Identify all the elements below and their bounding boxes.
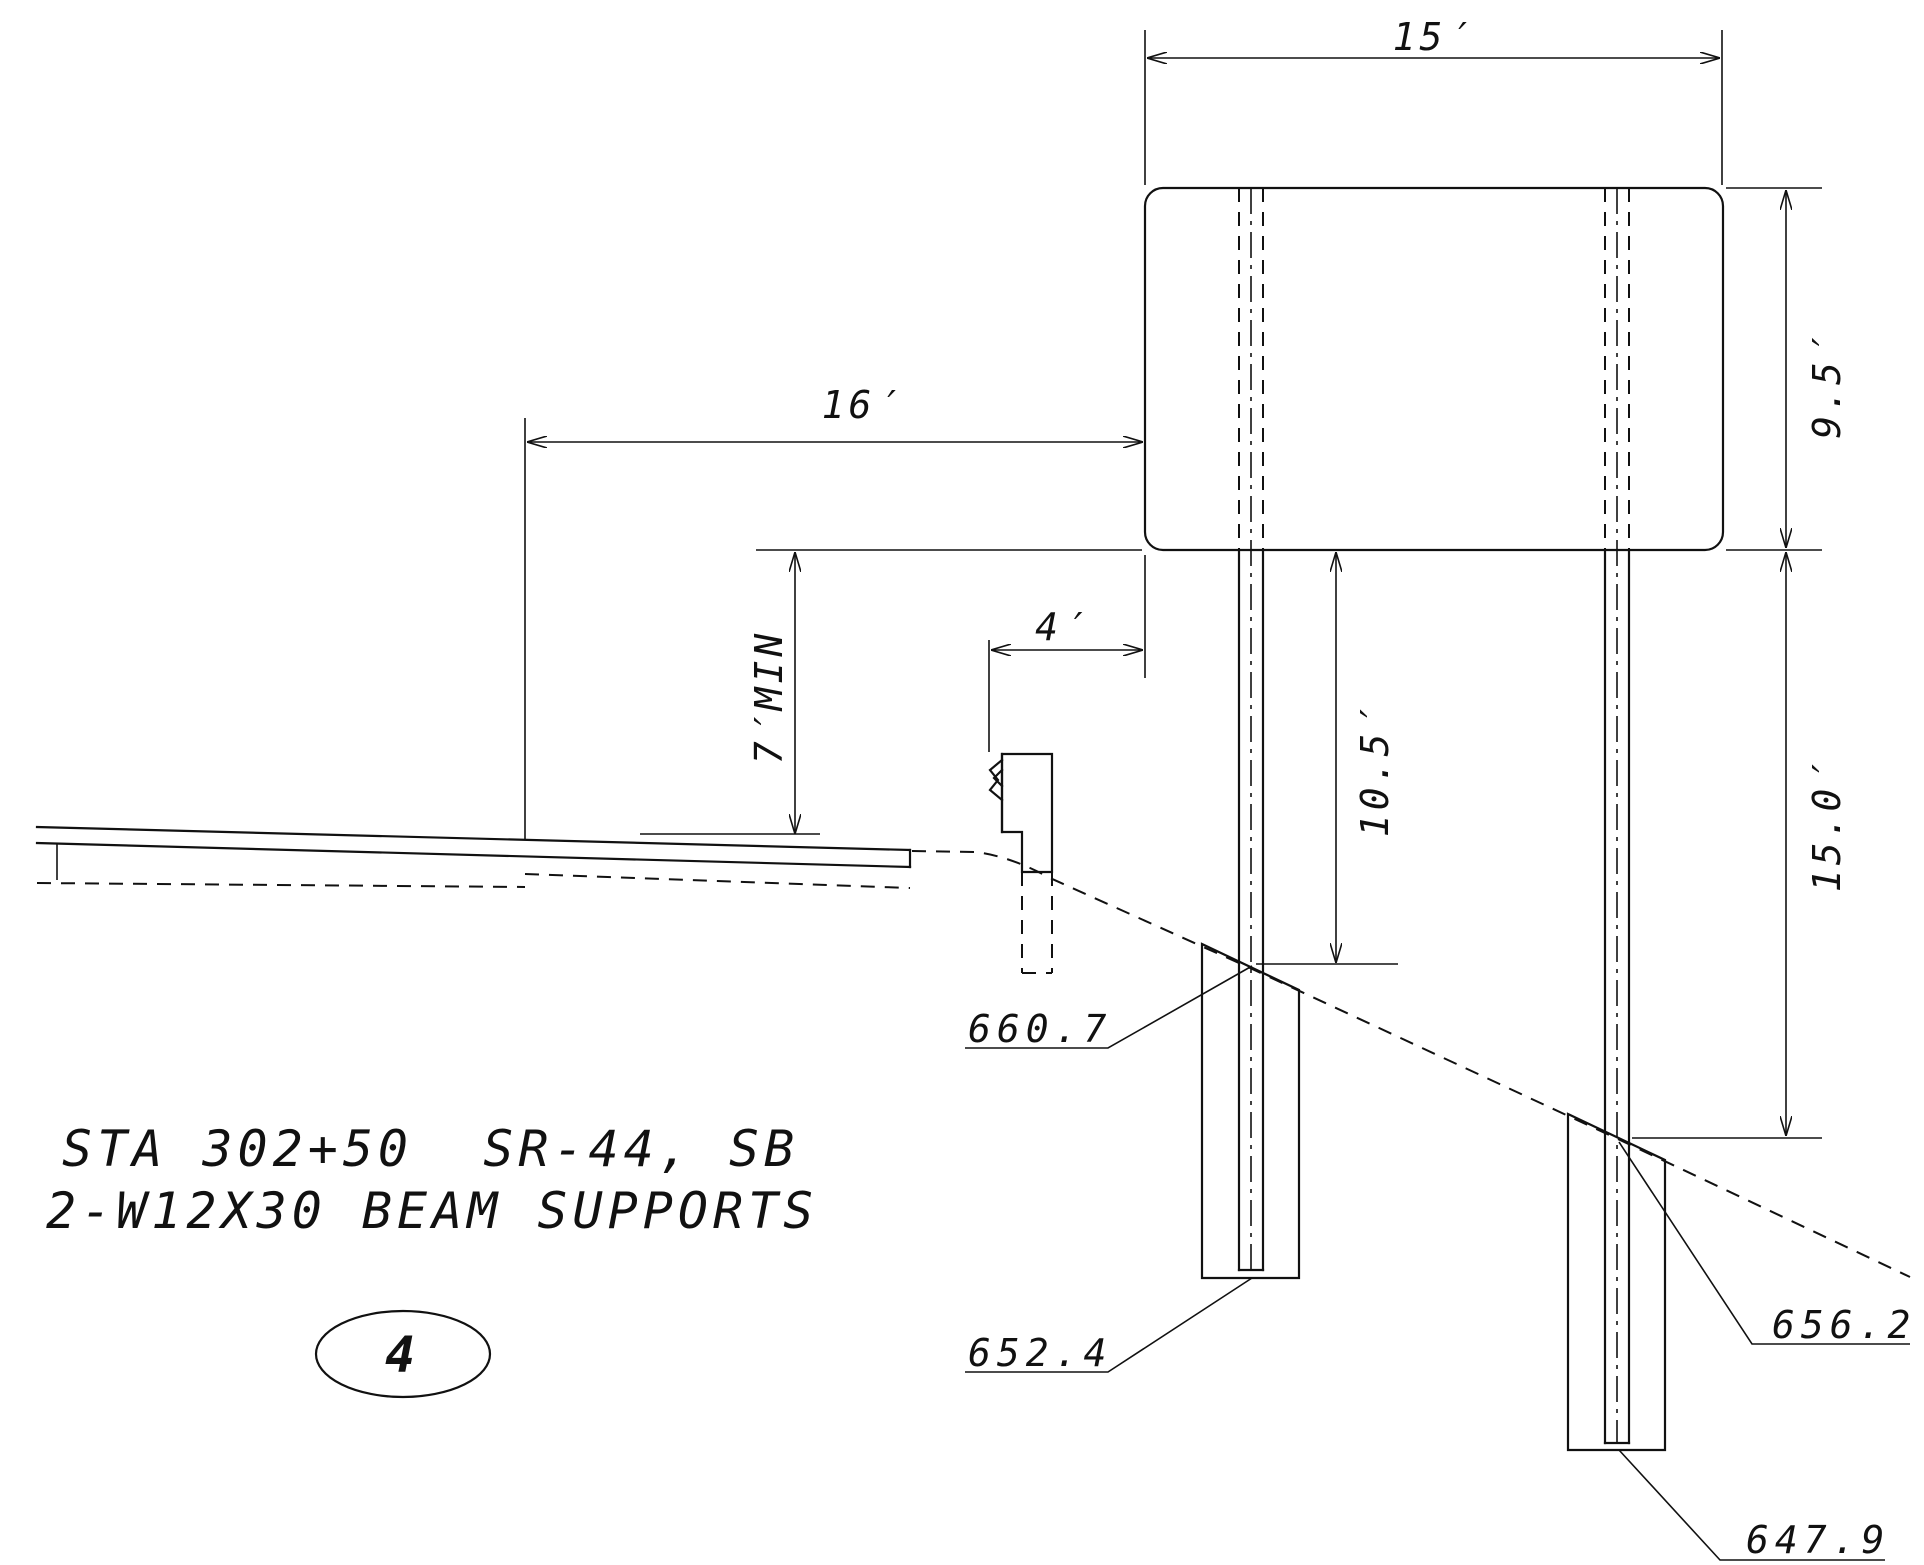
dim-min-clearance: 7′MIN xyxy=(747,630,791,764)
foundation-2 xyxy=(1566,1112,1667,1452)
elevation-post2-bottom: 647.9 xyxy=(1746,1518,1890,1562)
extension-lines xyxy=(524,30,1822,1139)
title-support-type: 2-W12X30 BEAM SUPPORTS xyxy=(46,1182,818,1240)
foundation-1 xyxy=(1200,942,1301,1280)
sheet-number-badge xyxy=(314,1309,492,1399)
dim-clearance-to-post: 10.5′ xyxy=(1353,703,1397,837)
dim-sign-offset: 16′ xyxy=(822,383,903,427)
elevation-leaders xyxy=(965,965,1910,1561)
dim-sign-width: 15′ xyxy=(1393,15,1474,59)
elevation-post1-ground: 660.7 xyxy=(968,1007,1112,1051)
elevation-post1-bottom: 652.4 xyxy=(968,1331,1112,1375)
sign-panel xyxy=(1143,186,1725,552)
title-station: STA 302+50 SR-44, SB xyxy=(62,1120,799,1178)
dim-post-height: 15.0′ xyxy=(1805,758,1849,892)
ground-line xyxy=(911,850,1911,1278)
roadway-surface xyxy=(35,825,912,889)
dimension-lines xyxy=(527,58,1786,1136)
beam-support-1 xyxy=(1237,188,1265,1272)
dim-sign-height: 9.5′ xyxy=(1805,331,1849,439)
dim-post-offset: 4′ xyxy=(1035,605,1089,649)
sheet-number: 4 xyxy=(385,1326,415,1384)
guardrail-post xyxy=(988,752,1054,974)
elevation-post2-ground: 656.2 xyxy=(1772,1303,1916,1347)
beam-support-2 xyxy=(1603,188,1631,1445)
